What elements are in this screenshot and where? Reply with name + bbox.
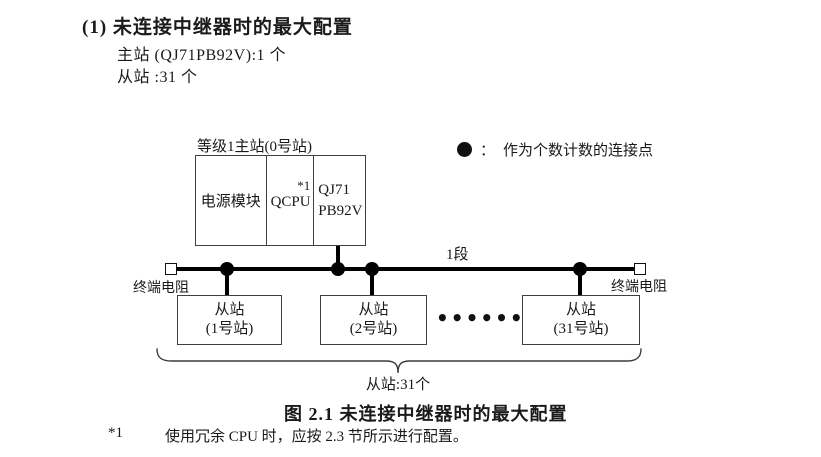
master-station-label: 等级1主站(0号站)	[197, 139, 312, 155]
power-module-cell: 电源模块	[196, 156, 267, 245]
profibus-module-line1: QJ71	[318, 181, 350, 198]
master-station-box: 电源模块 *1 QCPU QJ71 PB92V	[195, 155, 366, 246]
connection-dot	[331, 262, 345, 276]
brace-label: 从站:31个	[365, 377, 431, 393]
terminator-square-right	[634, 263, 646, 275]
footnote-text: 使用冗余 CPU 时，应按 2.3 节所示进行配置。	[165, 429, 468, 445]
section-heading: (1) 未连接中继器时的最大配置	[82, 17, 353, 38]
power-module-text: 电源模块	[200, 194, 261, 210]
cpu-text: QCPU	[270, 194, 311, 210]
slave31-drop-line	[578, 271, 582, 296]
slave-station-box-1: 从站 (1号站)	[177, 295, 282, 345]
cpu-footnote-marker: *1	[297, 178, 311, 193]
legend-separator: ：	[480, 143, 496, 159]
connection-dot	[573, 262, 587, 276]
slave2-drop-line	[370, 271, 374, 296]
slave-station-box-31: 从站 (31号站)	[522, 295, 640, 345]
slave1-line1: 从站	[214, 302, 245, 318]
slave31-line1: 从站	[565, 302, 596, 318]
profibus-module-cell: QJ71 PB92V	[314, 156, 365, 245]
profibus-module-line2: PB92V	[318, 202, 363, 219]
cpu-cell: *1 QCPU	[267, 156, 315, 245]
slave2-line2: (2号站)	[349, 321, 398, 337]
connection-point-icon	[457, 142, 472, 157]
footnote-marker: *1	[108, 425, 123, 441]
slave-count-line: 从站 :31 个	[117, 69, 198, 86]
slave-station-box-2: 从站 (2号站)	[320, 295, 427, 345]
master-count-line: 主站 (QJ71PB92V):1 个	[117, 47, 287, 64]
slave1-line2: (1号站)	[205, 321, 254, 337]
legend: ： 作为个数计数的连接点	[457, 139, 653, 160]
terminator-square-left	[165, 263, 177, 275]
legend-label: 作为个数计数的连接点	[503, 143, 654, 159]
connection-dot	[220, 262, 234, 276]
slave31-line2: (31号站)	[553, 321, 609, 337]
brace	[156, 348, 642, 374]
terminator-label-right: 终端电阻	[611, 280, 667, 295]
bus-line	[177, 267, 635, 271]
terminator-label-left: 终端电阻	[133, 281, 189, 296]
slave2-line1: 从站	[358, 302, 389, 318]
figure-caption: 图 2.1 未连接中继器时的最大配置	[284, 404, 568, 424]
connection-dot	[365, 262, 379, 276]
continuation-dots: ••••••	[436, 306, 525, 330]
slave1-drop-line	[225, 271, 229, 296]
master-drop-line	[336, 246, 340, 269]
segment-label: 1段	[446, 247, 469, 263]
